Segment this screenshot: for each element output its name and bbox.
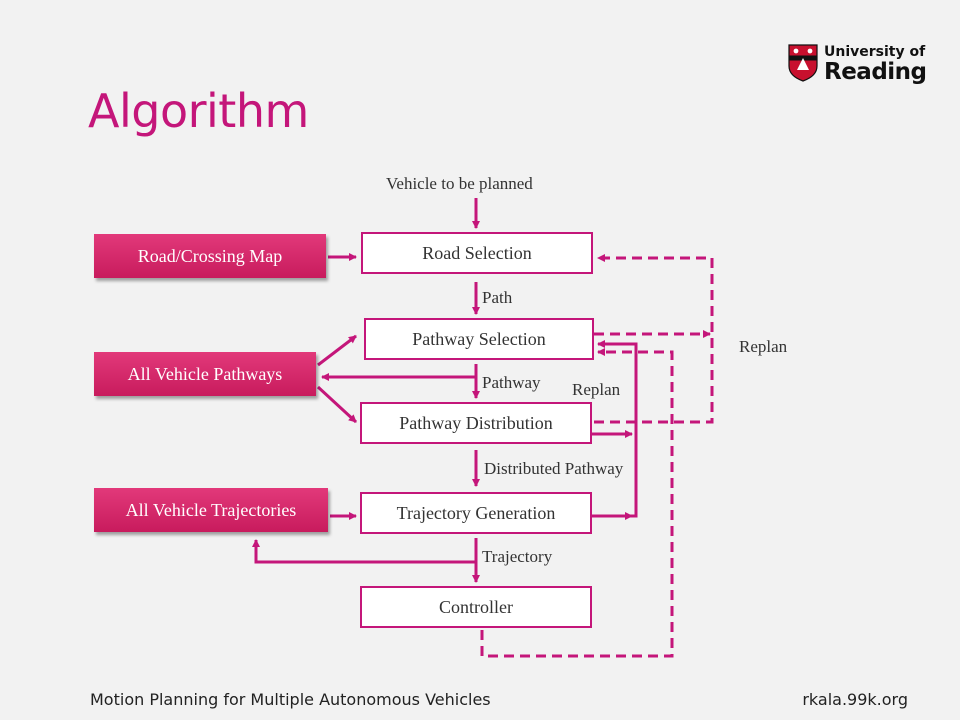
input-label: Vehicle to be planned — [386, 174, 533, 193]
source-all-vehicle-pathways: All Vehicle Pathways — [94, 352, 316, 396]
arrow-pathways-to-pathway-selection — [317, 334, 357, 367]
arrow-trajectory-feedback — [252, 539, 476, 564]
arrow-solid-replan-loop — [592, 340, 638, 518]
edge-label-path: Path — [482, 288, 513, 307]
university-logo: University of Reading — [788, 44, 927, 90]
logo-text-university: University of — [824, 44, 926, 60]
dashed-controller-replan-loop — [480, 348, 674, 658]
footer-course-title: Motion Planning for Multiple Autonomous … — [90, 690, 491, 709]
dashed-distribution-to-replan — [594, 254, 714, 424]
step-road-selection: Road Selection — [361, 232, 593, 274]
step-controller: Controller — [360, 586, 592, 628]
source-all-vehicle-trajectories: All Vehicle Trajectories — [94, 488, 328, 532]
edge-label-replan-outer: Replan — [739, 337, 788, 356]
slide-title: Algorithm — [88, 84, 309, 138]
edge-label-distributed-pathway: Distributed Pathway — [484, 459, 624, 478]
logo-text-reading: Reading — [824, 59, 927, 85]
edge-label-replan-inner: Replan — [572, 380, 621, 399]
footer-website: rkala.99k.org — [802, 690, 908, 709]
crest-icon — [788, 44, 818, 82]
source-road-crossing-map: Road/Crossing Map — [94, 234, 326, 278]
step-pathway-selection: Pathway Selection — [364, 318, 594, 360]
edge-label-trajectory: Trajectory — [482, 547, 553, 566]
edge-label-pathway: Pathway — [482, 373, 541, 392]
arrow-pathways-to-pathway-distribution — [316, 385, 358, 424]
step-trajectory-generation: Trajectory Generation — [360, 492, 592, 534]
step-pathway-distribution: Pathway Distribution — [360, 402, 592, 444]
